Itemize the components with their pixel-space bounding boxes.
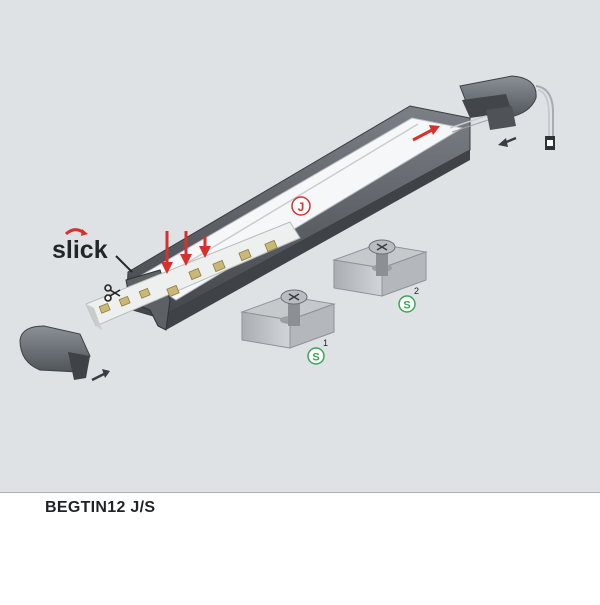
profile-marker-badge: J — [291, 196, 311, 216]
slide-arrow-icon — [412, 125, 440, 142]
diagram-label: J — [298, 200, 305, 214]
diagram-label: S — [312, 352, 319, 364]
diagram-label: slick — [52, 236, 108, 264]
diagram-label: S — [403, 300, 410, 312]
caption-area — [0, 493, 600, 600]
arrow-icon — [161, 231, 173, 274]
end-cap — [19, 325, 91, 380]
slick-logo: slick — [52, 228, 133, 273]
led-strip — [85, 221, 301, 330]
diagram-label: 2 — [414, 286, 419, 296]
arrow-icon — [498, 136, 517, 147]
end-cap-with-cable — [449, 75, 555, 150]
diagram-label: 1 — [323, 338, 328, 348]
scissors-icon — [104, 284, 121, 302]
screw-icon — [280, 289, 308, 326]
product-code-label: BEGTIN12 J/S — [45, 499, 156, 516]
arrow-icon — [199, 236, 211, 258]
screw-marker-badge: S 2 — [398, 286, 419, 313]
screw-icon — [368, 239, 396, 276]
arrow-icon — [91, 369, 110, 382]
insert-arrows — [161, 231, 211, 274]
led-chips — [98, 239, 278, 314]
arrow-icon — [180, 231, 192, 266]
screw-marker-badge: S 1 — [307, 338, 328, 365]
divider — [0, 492, 600, 493]
